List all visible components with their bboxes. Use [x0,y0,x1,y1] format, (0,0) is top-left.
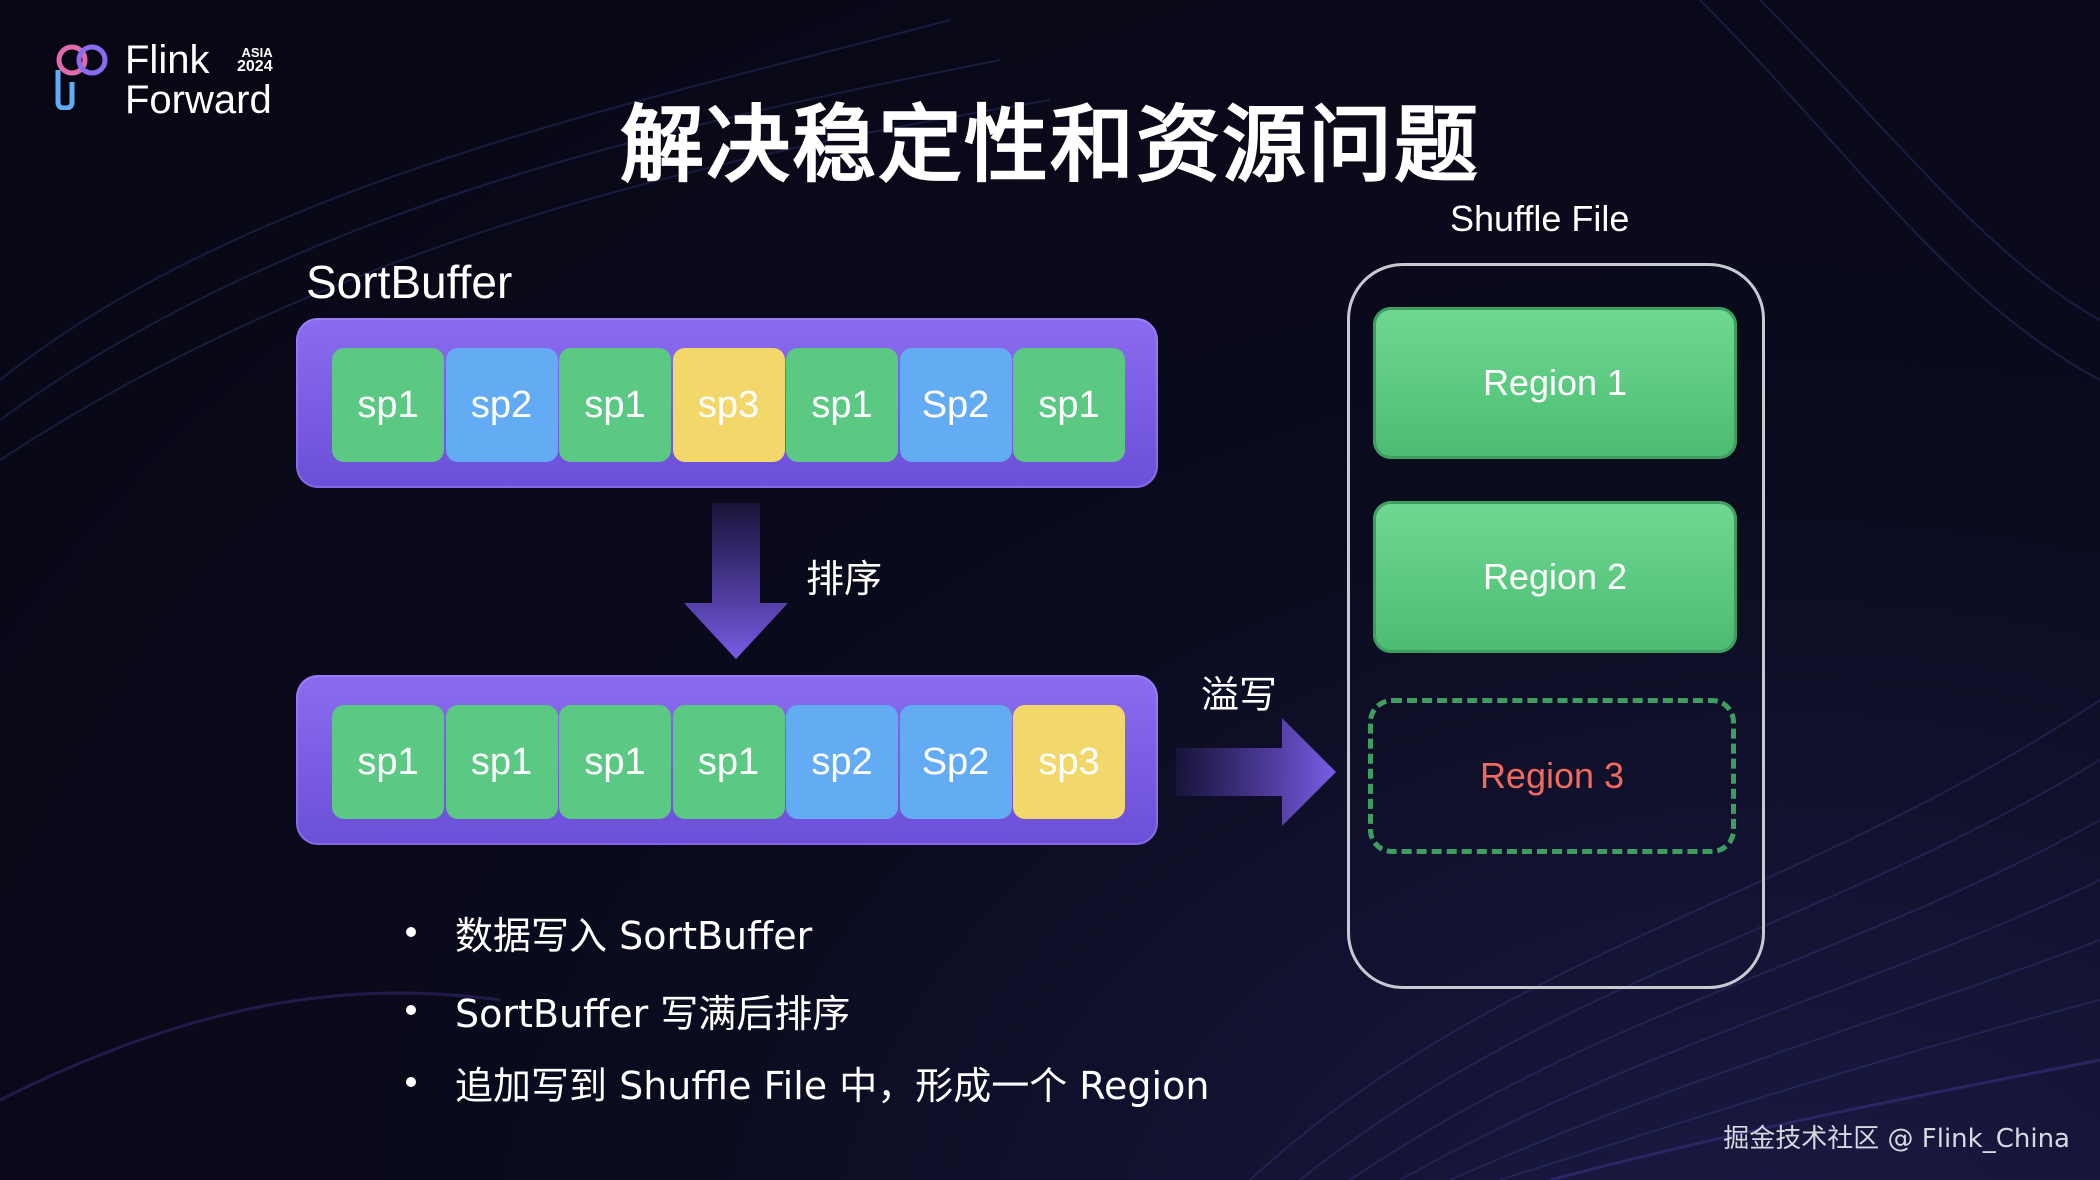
flink-forward-logo: Flink Forward ASIA 2024 [52,40,292,120]
bullet-text: 追加写到 Shuffle File 中，形成一个 Region [455,1064,1210,1108]
partition-cell: Sp2 [899,705,1012,819]
sort-label: 排序 [806,557,883,601]
slide-title: 解决稳定性和资源问题 [619,96,1480,194]
partition-cell: sp2 [786,705,898,819]
logo-line2: Forward [125,78,272,122]
bullet-dot [406,927,416,937]
region-2: Region 2 [1373,501,1737,653]
logo-badge-region: ASIA [241,45,273,60]
partition-cell: sp1 [672,705,785,819]
spill-arrow-icon [1176,718,1336,826]
partition-cell: sp1 [332,348,444,462]
partition-cell: sp1 [332,705,444,819]
bullet-dot [406,1077,416,1087]
bullet-text: 数据写入 SortBuffer [455,914,813,958]
partition-cell: sp1 [559,348,671,462]
bullet-text: SortBuffer 写满后排序 [455,992,851,1036]
flink-logo-icon [55,44,108,110]
shuffle-file-label: Shuffle File [1450,198,1630,239]
logo-line1: Flink [125,38,210,82]
sortbuffer-label: SortBuffer [306,256,513,308]
logo-badge-year: 2024 [237,58,273,75]
partition-cell: sp1 [1013,348,1125,462]
region-1: Region 1 [1373,307,1737,459]
partition-cell: sp2 [445,348,558,462]
partition-cell: sp3 [1013,705,1125,819]
logo-badge: ASIA 2024 [237,45,273,75]
spill-label: 溢写 [1201,673,1278,717]
partition-cell: sp1 [559,705,671,819]
logo-wordmark: Flink Forward [125,40,272,120]
partition-cell: sp3 [672,348,785,462]
bullet-dot [406,1005,416,1015]
sort-arrow-icon [684,503,788,659]
partition-cell: Sp2 [899,348,1012,462]
region-3-pending: Region 3 [1368,698,1736,854]
partition-cell: sp1 [445,705,558,819]
partition-cell: sp1 [786,348,898,462]
watermark: 掘金技术社区 @ Flink_China [1723,1124,2070,1154]
shuffle-file-container [1347,263,1765,989]
